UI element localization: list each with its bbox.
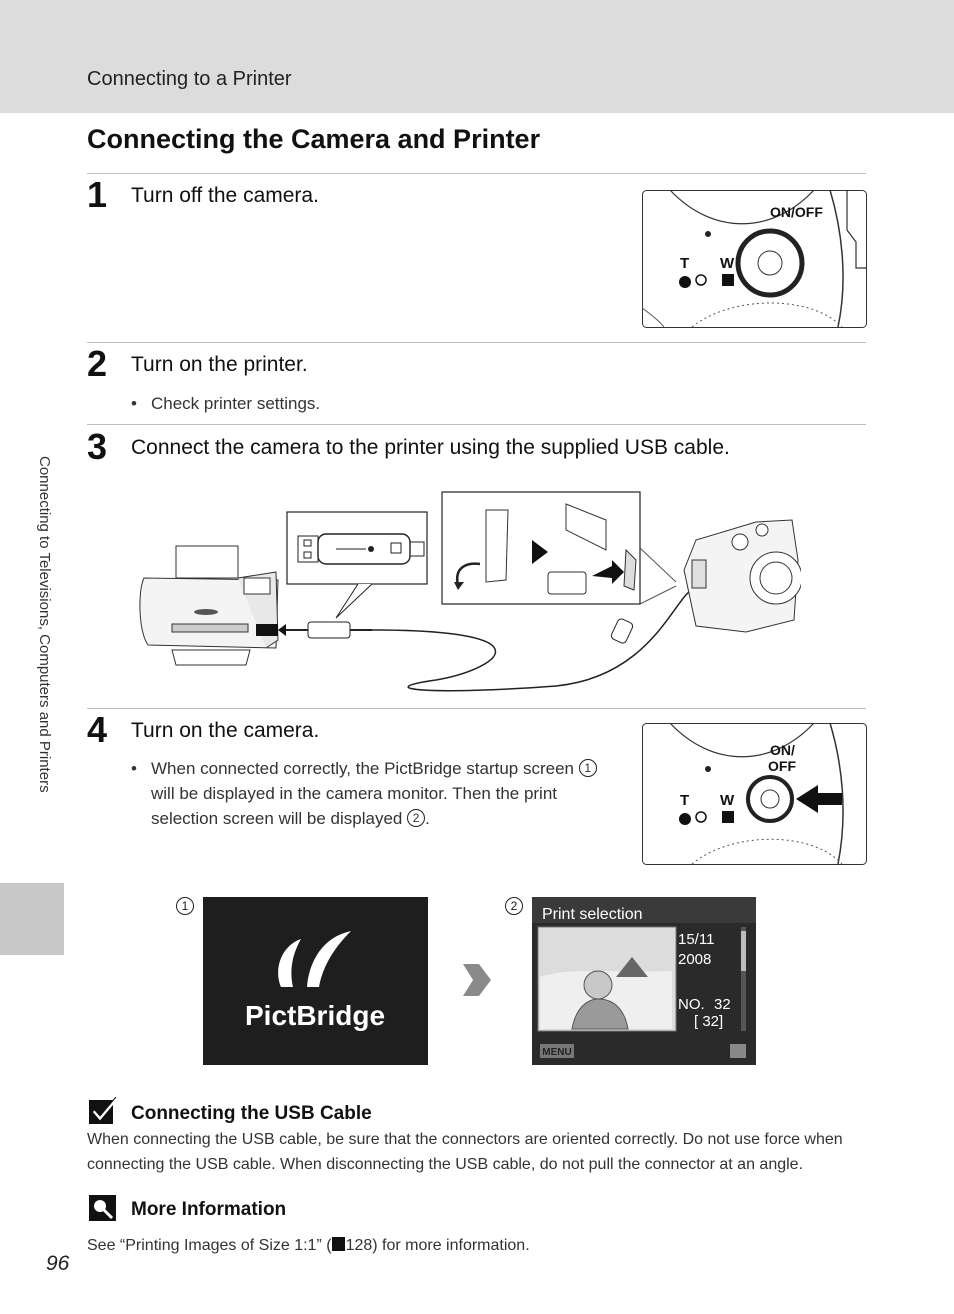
printer-drawing <box>139 545 279 666</box>
step-3-number: 3 <box>87 426 108 467</box>
on-off-label: ON/OFF <box>770 204 823 220</box>
marker-1: 1 <box>176 897 194 917</box>
pictbridge-logo-text: PictBridge <box>245 1000 385 1031</box>
note-info-body: See “Printing Images of Size 1:1” ( 128) … <box>87 1233 877 1258</box>
print-selection-title: Print selection <box>542 906 643 923</box>
step-2-number: 2 <box>87 343 108 384</box>
bullet-text-part-2: will be displayed in the camera monitor.… <box>151 784 558 828</box>
bullet-text: Check printer settings. <box>151 394 321 413</box>
note-info-page-ref: 128 <box>345 1237 373 1254</box>
note-info-text-before: See “Printing Images of Size 1:1” ( <box>87 1237 332 1254</box>
t-label: T <box>680 255 689 272</box>
arrow-right-icon <box>463 964 491 996</box>
camera-top-off-illustration: ON/OFF T W <box>642 190 867 328</box>
step-2-text: Turn on the printer. <box>131 353 308 376</box>
note-usb-body: When connecting the USB cable, be sure t… <box>87 1131 843 1173</box>
step-4-bullet: •When connected correctly, the PictBridg… <box>131 756 611 831</box>
camera-drawing <box>683 519 801 633</box>
side-tab-label: Connecting to Televisions, Computers and… <box>36 456 53 793</box>
camera-top-on-illustration: ON/ OFF T W <box>642 723 867 865</box>
image-no-label: NO. <box>678 996 705 1013</box>
section-title: Connecting to a Printer <box>87 68 292 90</box>
pictbridge-startup-screen: PictBridge <box>203 897 428 1065</box>
print-selection-screen: Print selection 15/11 2008 NO. 32 [ 32] … <box>532 897 756 1065</box>
off-label: OFF <box>768 758 796 774</box>
on-label: ON/ <box>770 742 795 758</box>
page-ref-icon <box>331 1237 345 1251</box>
side-tab <box>0 883 64 955</box>
step-2-bullet: •Check printer settings. <box>131 391 831 416</box>
date-day-month: 15/11 <box>678 931 714 948</box>
divider <box>87 342 866 343</box>
w-label: W <box>720 255 735 272</box>
date-year: 2008 <box>678 951 711 968</box>
note-usb-title: Connecting the USB Cable <box>131 1103 372 1124</box>
menu-label: MENU <box>542 1047 571 1058</box>
step-4-number: 4 <box>87 709 108 750</box>
marker-2: 2 <box>505 897 523 917</box>
step-3-text: Connect the camera to the printer using … <box>131 436 730 459</box>
header-band <box>0 0 954 113</box>
marker-2-inline: 2 <box>407 809 426 827</box>
page-title: Connecting the Camera and Printer <box>87 124 541 154</box>
step-1-text: Turn off the camera. <box>131 184 319 207</box>
page-number: 96 <box>46 1252 70 1275</box>
marker-1-inline: 1 <box>578 759 597 777</box>
divider <box>87 708 866 709</box>
divider <box>87 424 866 425</box>
usb-connection-illustration <box>139 491 801 692</box>
bullet-text-part-3: . <box>425 809 430 828</box>
note-info-title: More Information <box>131 1199 287 1220</box>
image-no-value: 32 <box>714 996 731 1013</box>
image-count: [ 32] <box>694 1013 723 1030</box>
note-info-text-after: ) for more information. <box>372 1237 530 1254</box>
bullet-text-part-1: When connected correctly, the PictBridge… <box>151 759 574 778</box>
divider <box>87 173 866 174</box>
check-icon <box>89 1097 118 1124</box>
magnifier-info-icon <box>89 1195 116 1221</box>
t-label: T <box>680 792 689 809</box>
w-label: W <box>720 792 735 809</box>
step-4-text: Turn on the camera. <box>131 719 320 742</box>
step-1-number: 1 <box>87 174 108 215</box>
